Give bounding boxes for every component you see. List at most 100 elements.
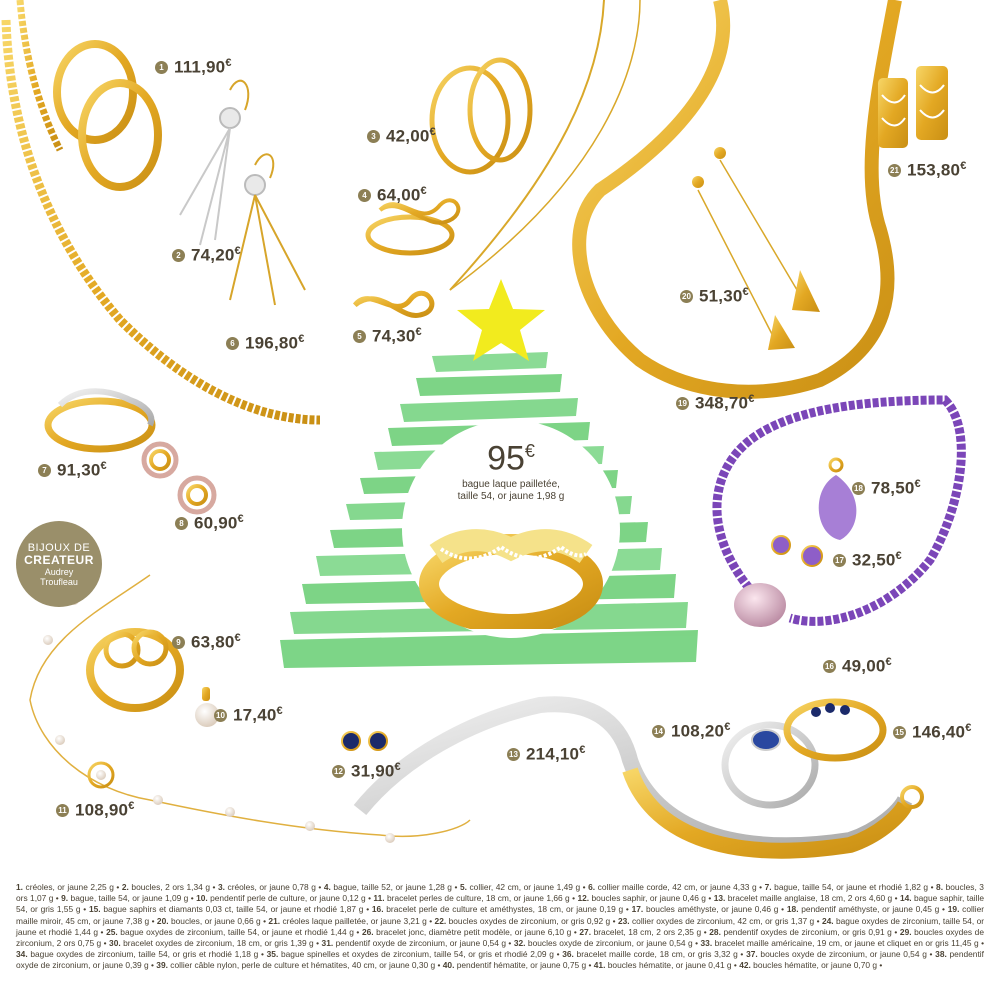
legend-text: bague oxydes de zirconium, taille 54, or… (16, 915, 985, 937)
item-number: 15 (893, 725, 906, 739)
item-number: 8 (175, 516, 188, 530)
item-number: 19 (676, 396, 689, 410)
legend-number: 19. (947, 904, 960, 915)
price-amount: 64,00€ (377, 185, 427, 205)
price-tag-19[interactable]: 19 348,70€ (676, 393, 755, 414)
price-amount: 108,20€ (671, 721, 731, 741)
item-number: 13 (507, 747, 520, 761)
legend-number: 29. (899, 926, 912, 937)
featured-ring-image (419, 529, 603, 630)
item-number: 20 (680, 289, 693, 303)
price-amount: 196,80€ (245, 333, 305, 353)
legend-text: bracelet oxydes de zirconium, 18 cm, or … (120, 938, 322, 949)
legend-text: boucles oxydes de zirconium, 2 ors 0,75 … (16, 926, 985, 949)
legend-number: 22. (434, 915, 447, 926)
item-number: 21 (888, 163, 901, 177)
price-amount: 32,50€ (852, 550, 902, 570)
price-amount: 348,70€ (695, 393, 755, 413)
legend-text: bracelet maille corde, 18 cm, or gris 3,… (573, 949, 747, 960)
legend-number: 31. (321, 938, 334, 949)
price-amount: 17,40€ (233, 705, 283, 725)
price-tag-6[interactable]: 6 196,80€ (226, 333, 305, 354)
legend-text: boucles oxyde de zirconium, or jaune 0,5… (525, 938, 701, 949)
legend-number: 33. (700, 938, 713, 949)
legend-text: boucles oxydes de zirconium, or gris 0,9… (446, 915, 618, 926)
item-number: 2 (172, 248, 185, 262)
legend-text: créoles laque pailletée, or jaune 3,21 g… (280, 915, 435, 926)
legend-text: collier câble nylon, perle de culture et… (167, 960, 443, 971)
legend-text: pendentif oxyde de zirconium, or jaune 0… (333, 938, 514, 949)
legend-number: 3. (217, 882, 225, 892)
item-number: 1 (155, 60, 168, 74)
legend-number: 35. (266, 949, 279, 960)
price-amount: 51,30€ (699, 286, 749, 306)
item-number: 6 (226, 336, 239, 350)
legend-number: 5. (459, 882, 467, 892)
legend-number: 25. (106, 926, 118, 937)
legend-number: 28. (709, 926, 721, 937)
price-amount: 146,40€ (912, 722, 972, 742)
legend-number: 38. (935, 949, 947, 960)
item-number: 12 (332, 764, 345, 778)
legend-text: boucles, 2 ors 1,34 g • (128, 882, 218, 892)
price-tag-1[interactable]: 1 111,90€ (155, 57, 232, 78)
legend-text: bracelet maille américaine, 19 cm, or ja… (712, 938, 984, 949)
price-tag-20[interactable]: 20 51,30€ (680, 286, 749, 307)
legend-number: 24. (821, 915, 834, 926)
price-tag-14[interactable]: 14 108,20€ (652, 721, 731, 742)
legend-number: 9. (61, 893, 69, 904)
item-number: 9 (172, 635, 185, 649)
legend-text: pendentif oxyde de zirconium, or jaune 0… (16, 949, 984, 971)
price-tag-15[interactable]: 15 146,40€ (893, 722, 972, 743)
legend-number: 2. (121, 882, 129, 892)
featured-product[interactable]: 95€ bague laque pailletée, taille 54, or… (402, 420, 620, 638)
featured-price: 95€ (487, 439, 535, 478)
legend-text: boucles, 3 ors 1,07 g • (16, 882, 984, 904)
item-number: 16 (823, 659, 836, 673)
legend-text: bague saphir, taille 54, or gris 1,55 g … (16, 893, 984, 915)
price-amount: 111,90€ (174, 57, 232, 77)
legend-number: 37. (746, 949, 758, 960)
legend-number: 30. (109, 938, 121, 949)
legend-text: collier maille corde, 42 cm, or jaune 4,… (595, 882, 765, 892)
legend-number: 1. (16, 882, 23, 892)
price-tag-12[interactable]: 12 31,90€ (332, 761, 401, 782)
price-tag-4[interactable]: 4 64,00€ (358, 185, 427, 206)
legend-number: 17. (631, 904, 644, 915)
legend-text: bracelet perle de culture et améthystes,… (383, 904, 632, 915)
item-number: 14 (652, 724, 665, 738)
price-amount: 74,30€ (372, 326, 422, 346)
legend-text: créoles, or jaune 0,78 g • (224, 882, 324, 892)
legend-text: boucles, or jaune 0,66 g • (168, 915, 269, 926)
legend-text: bague oxydes de zirconium, taille 54, or… (117, 926, 362, 937)
price-tag-2[interactable]: 2 74,20€ (172, 245, 241, 266)
legend-text: pendentif améthyste, or jaune 0,45 g • (798, 904, 948, 915)
legend-text: bracelet perles de culture, 18 cm, or ja… (384, 893, 578, 904)
item-number: 17 (833, 553, 846, 567)
legend-number: 40. (442, 960, 455, 971)
price-amount: 49,00€ (842, 656, 892, 676)
designer-badge: BIJOUX DE CREATEUR Audrey Troufleau (16, 521, 102, 607)
legend-number: 36. (562, 949, 574, 960)
legend-text: boucles oxyde de zirconium, or jaune 0,5… (757, 949, 936, 960)
price-amount: 31,90€ (351, 761, 401, 781)
legend-number: 18. (786, 904, 799, 915)
legend-text: boucles hématite, or jaune 0,70 g • (750, 960, 883, 971)
legend-text: créoles, or jaune 2,25 g • (23, 882, 122, 892)
price-amount: 74,20€ (191, 245, 241, 265)
item-number: 18 (852, 481, 865, 495)
price-tag-16[interactable]: 16 49,00€ (823, 656, 892, 677)
item-number: 4 (358, 188, 371, 202)
price-tag-17[interactable]: 17 32,50€ (833, 550, 902, 571)
legend-text: pendentif perle de culture, or jaune 0,1… (207, 893, 374, 904)
